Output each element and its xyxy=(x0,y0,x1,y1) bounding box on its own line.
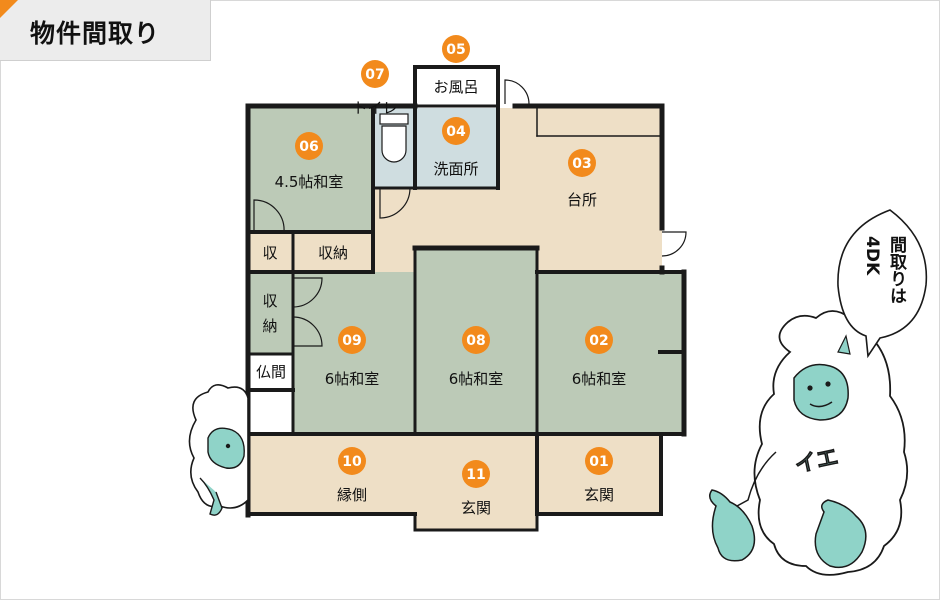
room-number-02: 02 xyxy=(589,333,608,349)
big-yeti-mouth xyxy=(809,401,833,408)
room-label-01: 玄関 xyxy=(584,486,614,504)
room-number-06: 06 xyxy=(299,139,318,155)
room-badge-09 xyxy=(338,326,366,354)
room-fill-05 xyxy=(415,67,498,108)
small-yeti-illustration xyxy=(188,384,249,516)
room-fill-small-storage xyxy=(248,232,293,272)
toilet-fixture xyxy=(381,125,407,163)
room-badge-06 xyxy=(295,132,323,160)
room-badge-01 xyxy=(585,447,613,475)
room-11: 11 玄関 xyxy=(461,460,491,517)
speech-line-2: 4DK xyxy=(862,236,882,276)
small-yeti-face xyxy=(207,427,245,469)
room-fill-closet-top xyxy=(293,232,373,272)
room-07: 07 トイレ xyxy=(352,60,398,117)
room-05: 05 お風呂 xyxy=(433,35,479,96)
room-badge-08 xyxy=(462,326,490,354)
room-badge-10 xyxy=(338,447,366,475)
room-badge-02 xyxy=(585,326,613,354)
big-yeti-eye-left xyxy=(807,385,813,391)
room-number-11: 11 xyxy=(466,467,485,483)
big-yeti-illustration: イエ xyxy=(709,310,909,576)
room-badge-03 xyxy=(568,149,596,177)
room-06: 06 4.5帖和室 xyxy=(275,132,344,191)
room-number-08: 08 xyxy=(466,333,485,349)
big-yeti-foot-right xyxy=(814,499,867,569)
room-label-02: 6帖和室 xyxy=(572,370,627,388)
speech-bubble: 間取りは 4DK xyxy=(837,209,928,359)
room-10: 10 縁側 xyxy=(337,447,367,504)
page-title: 物件間取り xyxy=(30,19,161,48)
room-fill-11-step xyxy=(415,514,537,530)
room-number-04: 04 xyxy=(446,124,466,140)
room-number-07: 07 xyxy=(365,67,384,83)
room-08: 08 6帖和室 xyxy=(449,326,504,388)
room-label-07: トイレ xyxy=(352,99,397,117)
room-number-05: 05 xyxy=(446,42,465,58)
room-fill-10 xyxy=(248,434,537,514)
room-number-01: 01 xyxy=(589,454,608,470)
room-fill-06 xyxy=(248,108,373,232)
tab-corner-accent xyxy=(0,0,18,18)
room-label-06: 4.5帖和室 xyxy=(275,173,344,191)
small-yeti-hand xyxy=(199,477,223,516)
room-badge-05 xyxy=(442,35,470,63)
storage-small-label: 収 xyxy=(262,244,277,262)
speech-line-1: 間取りは xyxy=(886,236,907,304)
room-label-08: 6帖和室 xyxy=(449,370,504,388)
room-03: 03 台所 xyxy=(567,149,597,209)
room-label-04: 洗面所 xyxy=(433,160,478,178)
room-number-03: 03 xyxy=(572,156,591,172)
room-09: 09 6帖和室 xyxy=(325,326,380,388)
room-number-09: 09 xyxy=(342,333,361,349)
small-yeti-eye xyxy=(225,443,231,449)
room-label-05: お風呂 xyxy=(433,78,478,96)
room-number-10: 10 xyxy=(342,454,362,470)
room-label-10: 縁側 xyxy=(337,486,367,504)
big-yeti-eye-right xyxy=(825,381,831,387)
room-badge-04 xyxy=(442,117,470,145)
storage-closet-left-bottom: 納 xyxy=(262,317,277,335)
big-yeti-body xyxy=(753,310,909,576)
room-02: 02 6帖和室 xyxy=(572,326,627,388)
room-label-11: 玄関 xyxy=(461,499,491,517)
room-label-03: 台所 xyxy=(567,191,597,209)
room-badge-11 xyxy=(462,460,490,488)
room-label-09: 6帖和室 xyxy=(325,370,380,388)
big-yeti-face xyxy=(793,363,849,421)
speech-bubble-shape xyxy=(837,209,928,359)
storage-closet-left-top: 収 xyxy=(262,292,277,310)
room-badge-07 xyxy=(361,60,389,88)
room-04: 04 洗面所 xyxy=(433,117,479,178)
storage-closet-label: 収納 xyxy=(318,244,348,262)
title-tab: 物件間取り xyxy=(0,0,211,61)
toilet-tank xyxy=(379,113,409,125)
room-fill-closet-left xyxy=(248,272,293,354)
room-fill-butsuma xyxy=(248,354,293,434)
door-swings xyxy=(253,79,687,347)
big-yeti-horn xyxy=(837,334,851,355)
big-yeti-foot-left xyxy=(709,489,756,562)
room-01: 01 玄関 xyxy=(584,447,614,504)
butsuma-label: 仏間 xyxy=(256,363,286,381)
